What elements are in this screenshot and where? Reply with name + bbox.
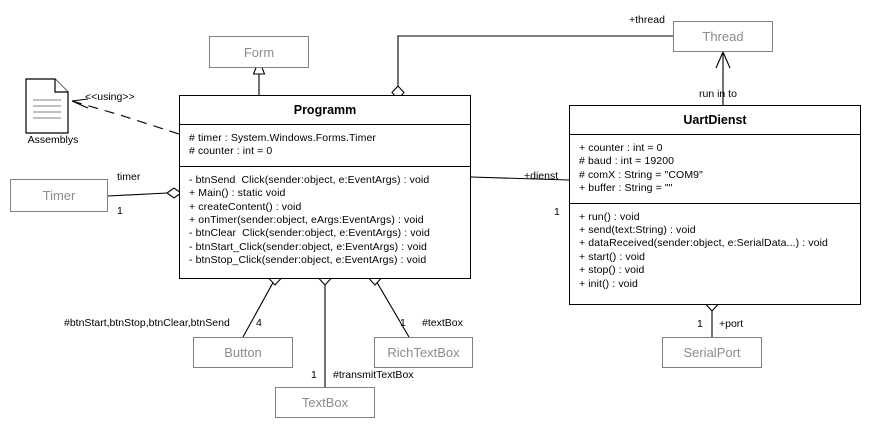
class-programm-title: Programm [293, 103, 357, 117]
class-serialport[interactable]: SerialPort [662, 337, 762, 368]
class-richtextbox-label: RichTextBox [387, 345, 460, 360]
operation-line: - btnStop_Click(sender:object, e:EventAr… [189, 254, 427, 267]
attribute-line: # comX : String = "COM9" [579, 168, 703, 181]
label-dienst-role: +dienst [524, 170, 559, 182]
label-port-multiplicity: 1 [697, 318, 703, 330]
divider [570, 202, 860, 204]
label-richtextbox-role: #textBox [422, 317, 463, 329]
label-thread-role: +thread [629, 14, 665, 26]
class-thread-label: Thread [702, 29, 744, 44]
label-button-role: #btnStart,btnStop,btnClear,btnSend [64, 317, 230, 329]
operation-line: - btnClear Click(sender:object, e:EventA… [189, 227, 430, 240]
class-timer-label: Timer [42, 188, 76, 203]
class-richtextbox[interactable]: RichTextBox [374, 337, 473, 368]
operation-line: + onTimer(sender:object, eArgs:EventArgs… [189, 214, 424, 227]
class-uartdienst-title: UartDienst [683, 113, 747, 127]
label-port-role: +port [719, 318, 744, 330]
edge-programm-assemblys-using [71, 98, 180, 135]
class-timer[interactable]: Timer [10, 179, 108, 212]
operation-line: - btnSend Click(sender:object, e:EventAr… [189, 173, 430, 186]
class-textbox[interactable]: TextBox [275, 387, 375, 418]
divider [180, 124, 470, 125]
label-richtextbox-multiplicity: 1 [400, 317, 406, 329]
label-timer-role: timer [117, 171, 141, 183]
operation-line: + Main() : static void [189, 187, 286, 200]
operation-line: + dataReceived(sender:object, e:SerialDa… [579, 237, 828, 250]
class-uartdienst[interactable]: UartDienst + counter : int = 0 # baud : … [569, 105, 861, 305]
class-programm[interactable]: Programm # timer : System.Windows.Forms.… [179, 95, 471, 279]
edge-programm-button [242, 271, 282, 338]
label-button-multiplicity: 4 [256, 317, 262, 329]
class-form[interactable]: Form [209, 36, 309, 68]
attribute-line: # baud : int = 19200 [579, 155, 675, 168]
class-uartdienst-operations: + run() : void + send(text:String) : voi… [570, 204, 860, 298]
class-button-label: Button [224, 345, 262, 360]
assemblys-artifact: Assemblys [25, 78, 78, 146]
class-thread[interactable]: Thread [673, 21, 773, 52]
attribute-line: # timer : System.Windows.Forms.Timer [189, 132, 376, 144]
class-programm-attributes: # timer : System.Windows.Forms.Timer # c… [180, 125, 470, 166]
class-textbox-label: TextBox [301, 395, 349, 410]
divider [180, 165, 470, 167]
operation-line: - btnStart_Click(sender:object, e:EventA… [189, 240, 427, 253]
operation-line: + createContent() : void [189, 200, 302, 213]
label-dienst-multiplicity: 1 [554, 206, 560, 218]
class-form-label: Form [243, 44, 275, 60]
attribute-line: + counter : int = 0 [579, 142, 663, 154]
attribute-line: + buffer : String = "" [579, 182, 673, 195]
label-run-in-to: run in to [699, 88, 737, 100]
operation-line: + start() : void [579, 250, 646, 263]
label-using-stereotype: <<using>> [85, 91, 135, 103]
class-uartdienst-attributes: + counter : int = 0 # baud : int = 19200… [570, 135, 860, 203]
divider [570, 134, 860, 135]
edge-programm-timer [107, 187, 182, 199]
operation-line: + init() : void [579, 277, 638, 290]
document-icon [25, 78, 69, 134]
label-timer-multiplicity: 1 [117, 205, 123, 217]
operation-line: + send(text:String) : void [579, 224, 696, 237]
attribute-line: # counter : int = 0 [189, 145, 273, 158]
class-button[interactable]: Button [193, 337, 293, 368]
class-programm-operations: - btnSend Click(sender:object, e:EventAr… [180, 167, 470, 275]
label-textbox-role: #transmitTextBox [333, 369, 414, 381]
assemblys-label: Assemblys [27, 134, 79, 146]
label-textbox-multiplicity: 1 [311, 369, 317, 381]
operation-line: + run() : void [579, 210, 640, 223]
operation-line: + stop() : void [579, 264, 645, 277]
edge-programm-thread [391, 35, 673, 100]
class-serialport-label: SerialPort [683, 345, 741, 360]
edge-programm-textbox [318, 271, 332, 387]
